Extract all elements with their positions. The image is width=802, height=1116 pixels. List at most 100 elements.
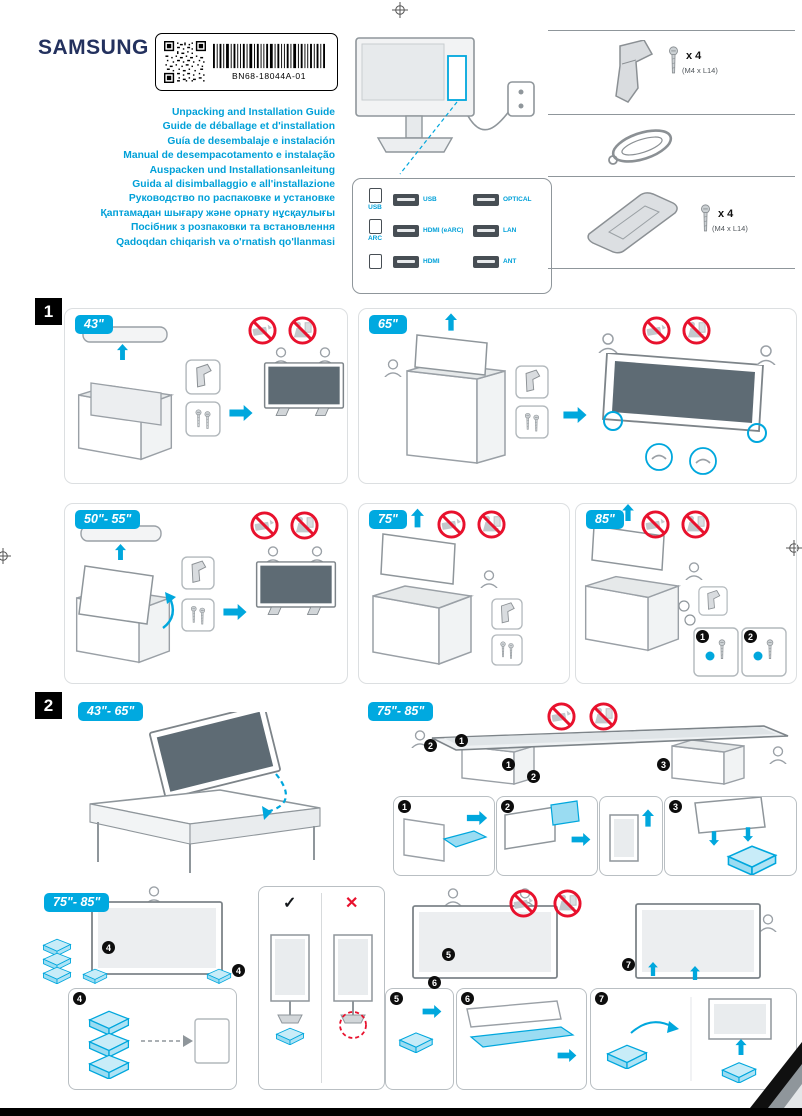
step-1-diagram xyxy=(403,811,488,862)
prohibition-icon xyxy=(249,510,280,541)
step-box-7: 7 xyxy=(590,988,797,1090)
guide-title-pt: Manual de desempacotamento e instalação xyxy=(123,150,335,162)
step-marker-2: 2 xyxy=(527,770,540,783)
port-hdmi-earc-cell: HDMI (eARC) xyxy=(393,215,473,246)
guide-title-en: Unpacking and Installation Guide xyxy=(171,107,335,118)
prohibition-icon xyxy=(552,888,583,919)
step-marker-6: 6 xyxy=(428,976,441,989)
size-badge-50-55: 50"- 55" xyxy=(75,510,141,529)
step-3-diagram xyxy=(694,797,777,875)
guide-title-ru: Руководство по распаковке и установке xyxy=(128,193,335,205)
port-label: USB xyxy=(423,196,437,203)
lay-on-boxes-diagram xyxy=(411,725,789,785)
prohibition-icon xyxy=(287,315,318,346)
step-box-3: 3 xyxy=(664,796,797,876)
step-box-2: 2 xyxy=(496,796,598,876)
prohibition-icon xyxy=(546,701,577,732)
step-marker-1: 1 xyxy=(398,800,411,813)
guide-title-uz: Qadoqdan chiqarish va o'rnatish qo'llanm… xyxy=(116,236,335,248)
port-label: ARC xyxy=(367,235,383,242)
step-marker-4: 4 xyxy=(232,964,245,977)
bottom-trim-bar xyxy=(0,1108,802,1116)
barcode xyxy=(213,43,325,69)
lan-port-icon xyxy=(473,224,499,237)
step-7-diagram xyxy=(606,997,772,1083)
port-optical-cell: OPTICAL xyxy=(473,184,539,215)
step-6-diagram xyxy=(466,1000,577,1062)
arc-icon xyxy=(368,219,382,234)
step-marker-2: 2 xyxy=(501,800,514,813)
port-hdmi-cell: HDMI xyxy=(393,246,473,277)
registration-mark-icon xyxy=(0,548,11,564)
step-marker-3: 3 xyxy=(669,800,682,813)
screw-icon xyxy=(668,46,679,76)
step-marker-7: 7 xyxy=(595,992,608,1005)
guide-title-es: Guía de desembalaje e instalación xyxy=(167,135,335,147)
stand-base-part-icon xyxy=(587,192,678,254)
stand-neck-qty: x 4 xyxy=(686,50,702,62)
port-label: OPTICAL xyxy=(503,196,532,203)
port-usb-icon-cell: USB xyxy=(357,184,393,215)
slot-icon xyxy=(368,253,382,269)
step-box-4: 4 xyxy=(68,988,237,1090)
section-1-number: 1 xyxy=(35,298,62,325)
usb-icon xyxy=(368,188,382,203)
antenna-port-icon xyxy=(473,255,499,268)
port-slot-icon-cell xyxy=(357,246,393,277)
guide-title-fr: Guide de déballage et d'installation xyxy=(162,121,335,133)
parts-divider xyxy=(548,114,795,115)
step-marker-3: 3 xyxy=(657,758,670,771)
samsung-logo: SAMSUNG xyxy=(38,36,149,59)
size-badge-85: 85" xyxy=(586,510,624,529)
usb-port-icon xyxy=(393,193,419,206)
ports-panel: USB USB OPTICAL ARC HDMI (eARC) LAN HD xyxy=(352,178,552,294)
step-box-lift xyxy=(599,796,663,876)
step-marker-2: 2 xyxy=(744,630,757,643)
guide-title-uk: Посібник з розпаковки та встановлення xyxy=(130,222,335,234)
port-ant-cell: ANT xyxy=(473,246,539,277)
correct-mark: ✓ xyxy=(283,895,297,912)
panel-unpack-65: 65" xyxy=(358,308,797,484)
size-badge-65: 65" xyxy=(369,315,407,334)
prohibition-icon xyxy=(680,509,711,540)
port-label: USB xyxy=(368,204,382,211)
port-usb-cell: USB xyxy=(393,184,473,215)
size-badge-43: 43" xyxy=(75,315,113,334)
step-marker-1: 1 xyxy=(455,734,468,747)
port-label: HDMI xyxy=(423,258,440,265)
correct-diagram xyxy=(270,934,310,1045)
step-box-5: 5 xyxy=(385,988,454,1090)
parts-divider xyxy=(548,176,795,177)
unpack-diagram-65 xyxy=(384,313,776,475)
step-marker-5: 5 xyxy=(442,948,455,961)
size-badge-43-65: 43"- 65" xyxy=(78,702,144,721)
guide-titles: Unpacking and Installation Guide Guide d… xyxy=(60,106,336,250)
size-badge-75-85-bottom: 75"- 85" xyxy=(44,893,110,912)
guide-title-kk: Қаптамадан шығару және орнату нұсқаулығы xyxy=(100,207,336,219)
stand-base-spec: (M4 x L14) xyxy=(712,224,748,233)
panel-unpack-50-55: 50"- 55" xyxy=(64,503,348,684)
step-marker-1: 1 xyxy=(502,758,515,771)
size-badge-75-85: 75"- 85" xyxy=(368,702,434,721)
prohibition-icon xyxy=(588,701,619,732)
lift-out-scene xyxy=(635,903,777,980)
panel-unpack-43: 43" xyxy=(64,308,348,484)
model-code: BN68-18044A-01 xyxy=(231,71,307,81)
page-fold-corner xyxy=(750,1042,802,1108)
port-label: ANT xyxy=(503,258,517,265)
prohibition-icon xyxy=(641,315,672,346)
port-label: LAN xyxy=(503,227,517,234)
incorrect-diagram xyxy=(333,934,373,1039)
prohibition-icon xyxy=(436,509,467,540)
prohibition-icon xyxy=(640,509,671,540)
hdmi-port-icon xyxy=(393,224,419,237)
hdmi-port-icon xyxy=(393,255,419,268)
prohibition-icon xyxy=(508,888,539,919)
prohibition-icon xyxy=(681,315,712,346)
step-marker-4: 4 xyxy=(102,941,115,954)
qr-code xyxy=(164,41,206,83)
place-on-table-diagram xyxy=(89,712,321,873)
size-badge-75: 75" xyxy=(369,510,407,529)
parts-divider xyxy=(548,30,795,31)
